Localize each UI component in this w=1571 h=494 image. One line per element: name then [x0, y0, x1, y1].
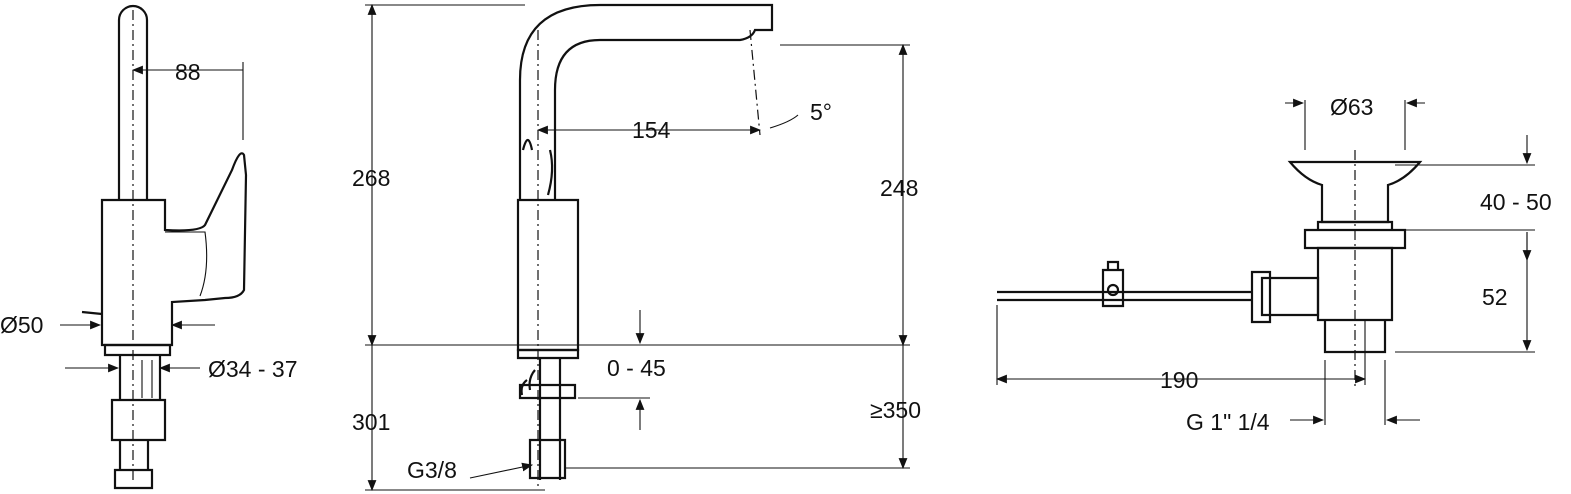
spout-height-label: 248	[880, 175, 918, 201]
body-height-label: 52	[1482, 284, 1508, 310]
drain-assembly	[997, 150, 1423, 390]
hose-length-label: 301	[352, 409, 390, 435]
total-height-label: 268	[352, 165, 390, 191]
spout-reach-label: 154	[632, 117, 671, 143]
thread-label: G 1" 1/4	[1186, 409, 1270, 435]
reach-dim-label: 88	[175, 59, 201, 85]
min-clearance-label: ≥350	[870, 397, 921, 423]
connection-label: G3/8	[407, 457, 457, 483]
drain-dimensions	[995, 98, 1535, 425]
rod-length-label: 190	[1160, 367, 1198, 393]
front-view-dimensions	[365, 3, 910, 492]
plug-diameter-label: Ø63	[1330, 94, 1373, 120]
plug-lift-label: 40 - 50	[1480, 189, 1552, 215]
base-diameter-label: Ø50	[0, 312, 43, 338]
deck-thickness-label: 0 - 45	[607, 355, 666, 381]
side-view-faucet	[81, 4, 248, 490]
front-view-faucet	[516, 3, 774, 490]
spout-angle-label: 5°	[810, 99, 832, 125]
side-view-dimensions	[60, 62, 244, 373]
hole-diameter-label: Ø34 - 37	[208, 356, 298, 382]
